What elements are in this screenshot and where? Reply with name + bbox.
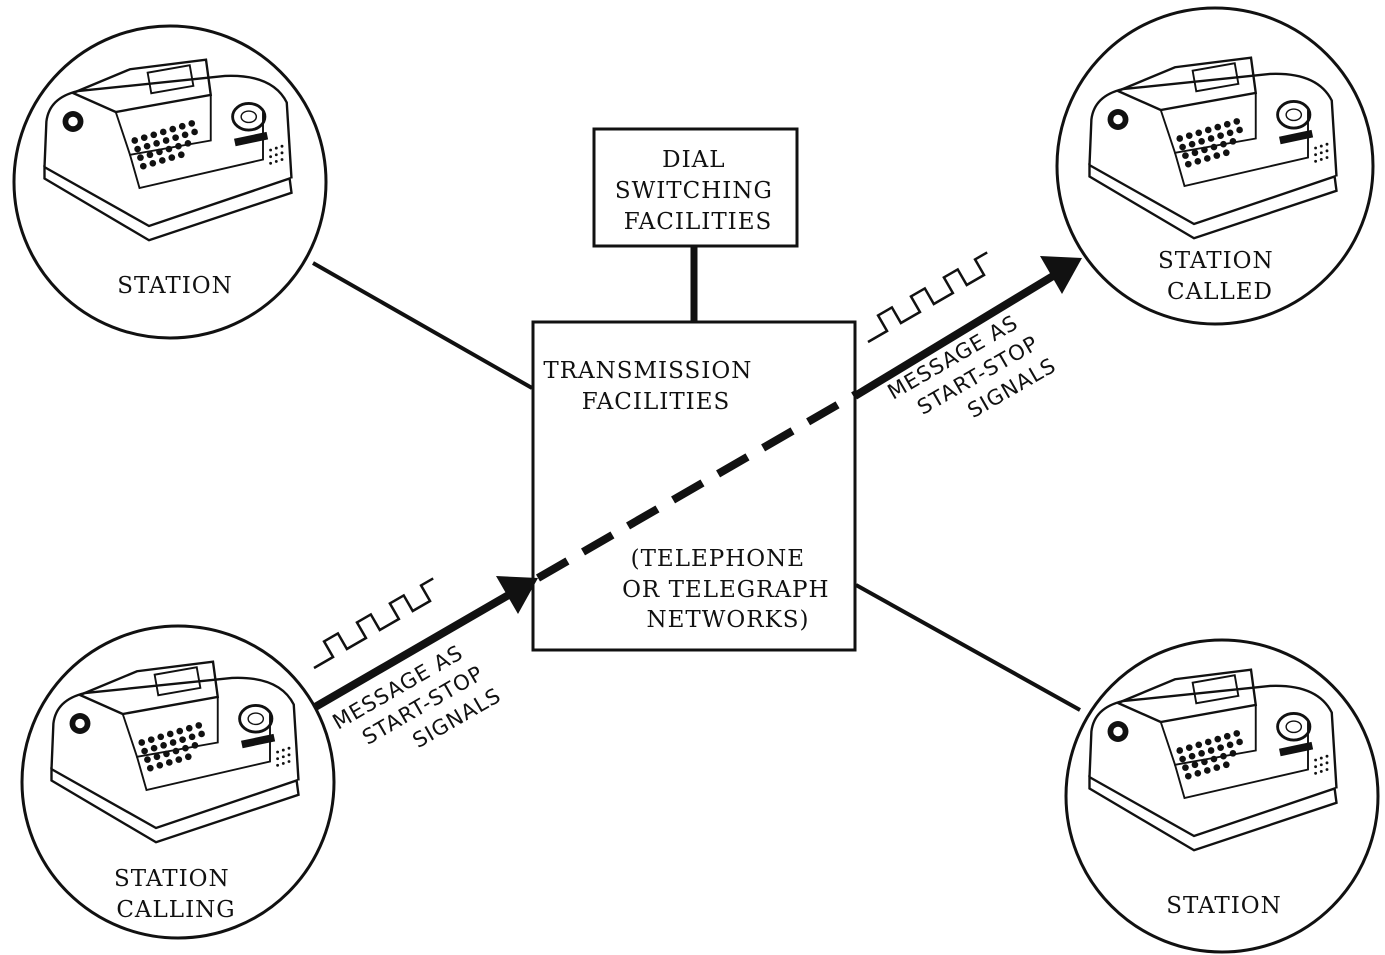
- networks-line-3: NETWORKS): [647, 607, 810, 633]
- station-called-line-1: STATION: [1158, 248, 1274, 274]
- arrow-icon: [1040, 256, 1082, 294]
- station-bottom-right: STATION: [1064, 638, 1380, 954]
- message-arrow-in-line: [307, 589, 515, 714]
- dial-switching-line-3: FACILITIES: [624, 209, 773, 235]
- transmission-line-2: FACILITIES: [582, 389, 731, 415]
- svg-text:STATION CALLING: STATION CALLING: [114, 866, 238, 923]
- station-called-line-2: CALLED: [1167, 279, 1273, 305]
- svg-text:STATION: STATION: [117, 273, 233, 299]
- station-bottom-left: STATION CALLING: [20, 624, 336, 940]
- svg-text:(TELEPHONE OR TELEGRAPH: (TELEPHONE OR TELEGRAPH NETWORKS): [622, 546, 838, 633]
- station-calling-line-1: STATION: [114, 866, 230, 892]
- station-calling-line-2: CALLING: [116, 897, 235, 923]
- dial-switching-box: [592, 127, 799, 248]
- signal-label-calling: MESSAGE AS START-STOP SIGNALS: [329, 633, 509, 783]
- station-top-right: STATION CALLED: [1055, 6, 1375, 326]
- svg-text:MESSAGE AS START-STOP: MESSAGE AS START-STOP SIGNALS: [329, 633, 509, 783]
- start-stop-pulse-icon: [303, 577, 444, 670]
- networks-line-2: OR TELEGRAPH: [622, 577, 830, 603]
- station-top-left-label: STATION: [117, 273, 233, 299]
- networks-line-1: (TELEPHONE: [631, 546, 805, 572]
- svg-text:DIAL SWITCHING FACILIT: DIAL SWITCHING FACILITIES: [615, 147, 781, 235]
- station-bottom-right-label: STATION: [1166, 893, 1282, 919]
- dial-switching-line-1: DIAL: [662, 147, 725, 173]
- link-bottom-right: [855, 583, 1081, 712]
- start-stop-pulse-icon: [857, 251, 998, 344]
- dial-switching-line-2: SWITCHING: [615, 178, 773, 204]
- link-top-left: [312, 261, 533, 390]
- message-path-dashed: [535, 389, 861, 582]
- arrow-icon: [496, 576, 538, 614]
- svg-text:STATION: STATION: [1166, 893, 1282, 919]
- svg-text:STATION CALLED: STATION CALLED: [1158, 248, 1282, 305]
- transmission-line-1: TRANSMISSION: [543, 358, 752, 384]
- svg-text:TRANSMISSION FACILITIES: TRANSMISSION FACILITIES: [543, 358, 760, 415]
- message-arrow-out-line: [852, 269, 1061, 400]
- station-top-left: STATION: [12, 24, 328, 340]
